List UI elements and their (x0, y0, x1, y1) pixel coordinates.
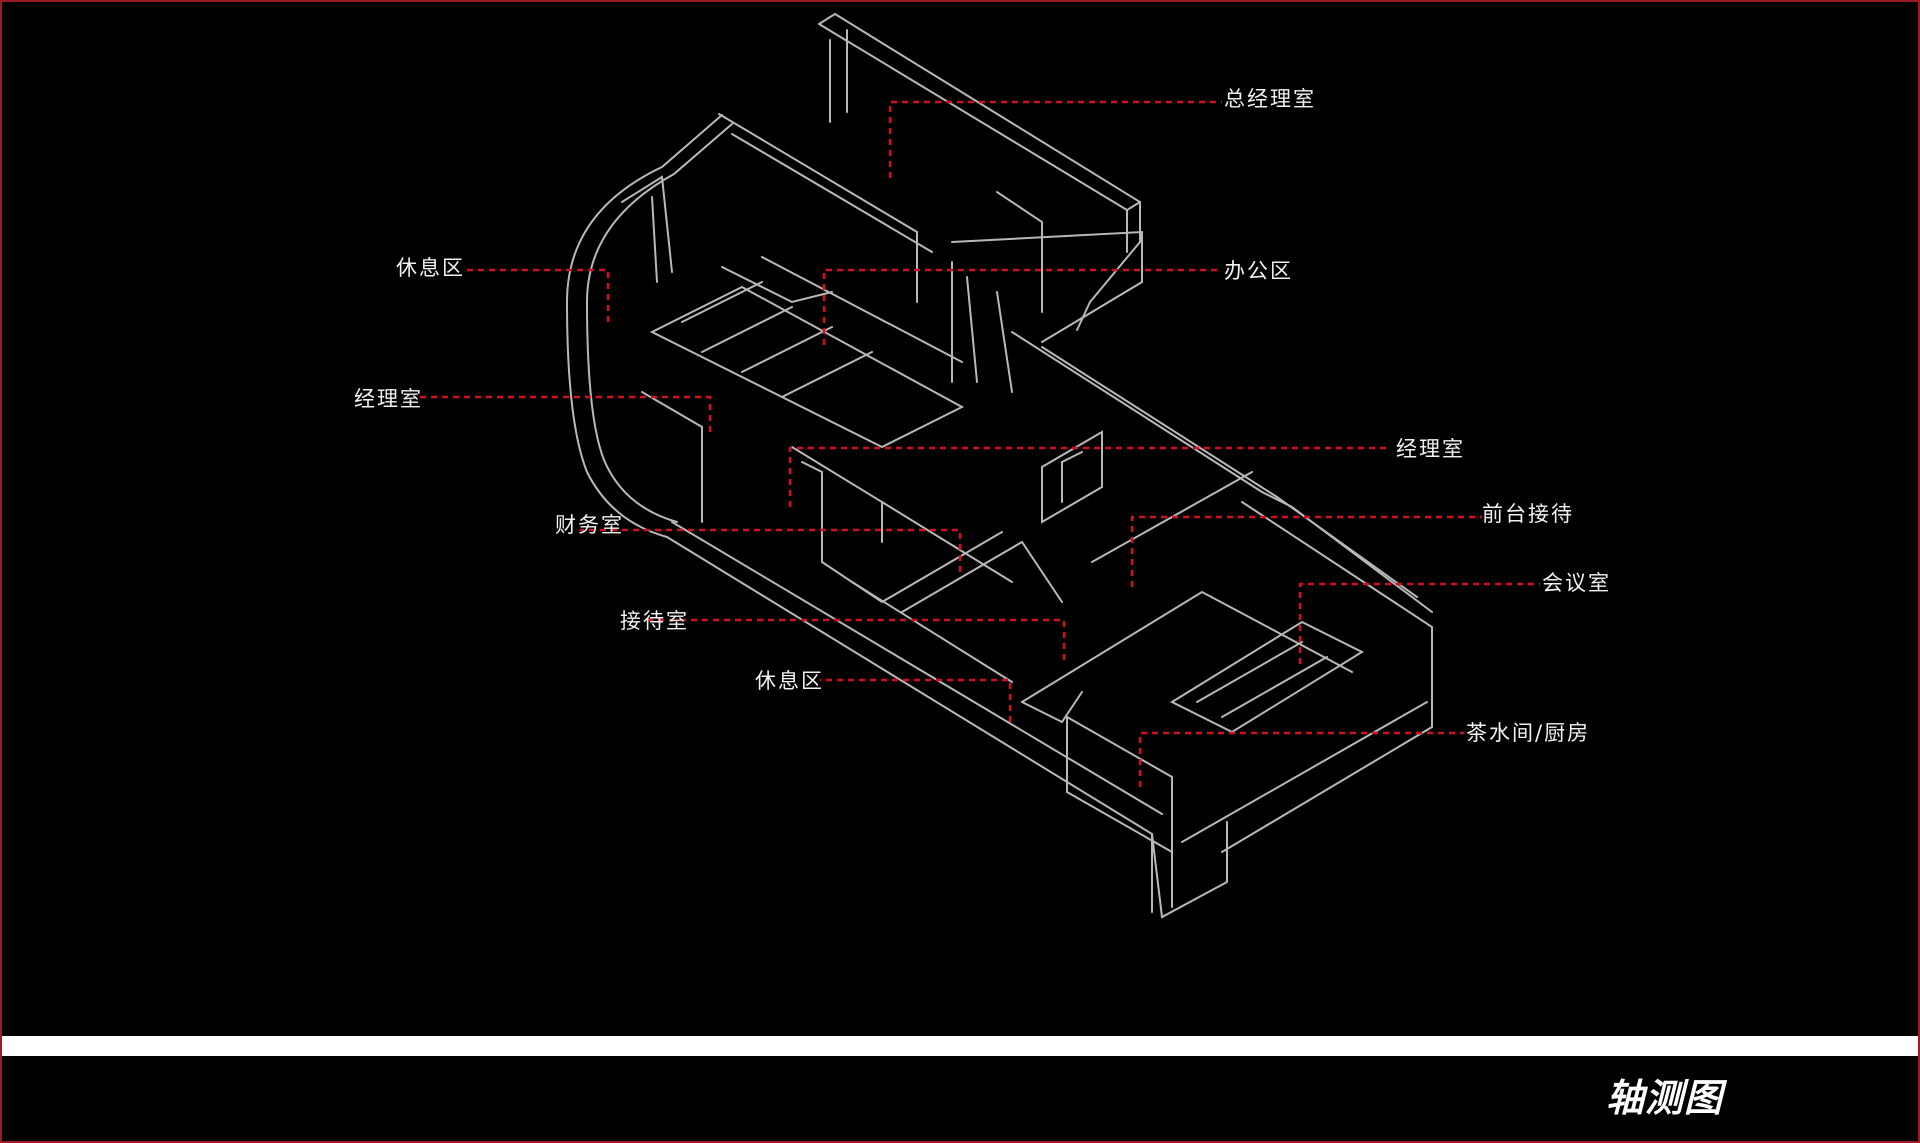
wall-segment (1061, 451, 1083, 503)
wall-segment (791, 446, 883, 543)
leader-lines (420, 100, 1540, 787)
outer-wall-top (834, 13, 1141, 331)
page-title: 轴测图 (1606, 1075, 1724, 1120)
leader-reception-desk (1130, 515, 1482, 587)
wall-segment (1041, 430, 1103, 524)
outer-wall-top-face (818, 13, 1141, 253)
wall-segment (881, 501, 1013, 583)
wall-segment (1181, 701, 1428, 843)
wall-segment (718, 113, 918, 303)
curved-wall-inner (585, 123, 733, 523)
outer-wall-bottom-inner (671, 521, 1163, 815)
wall-segment (801, 461, 823, 563)
label-manager-office-right: 经理室 (1396, 437, 1465, 461)
leader-lounge-bottom (820, 678, 1012, 722)
wall-segment (641, 391, 703, 523)
wall-segment (651, 196, 658, 283)
label-meeting-room: 会议室 (1542, 571, 1611, 595)
leader-reception-room (645, 618, 1066, 660)
leader-manager-office-right (788, 446, 1390, 507)
leader-pantry-kitchen (1138, 731, 1464, 787)
leader-meeting-room (1298, 582, 1540, 664)
wall-segment (1021, 590, 1353, 703)
leader-manager-office-left (420, 395, 712, 432)
label-finance-office: 财务室 (555, 513, 624, 537)
footer-band (2, 1036, 1918, 1056)
wall-segment (1276, 496, 1418, 598)
wall-segment (851, 581, 1013, 683)
label-reception-desk: 前台接待 (1482, 502, 1574, 526)
leader-finance-office (580, 528, 962, 572)
outer-wall-top-inner (818, 23, 1128, 211)
label-office-area: 办公区 (1224, 259, 1293, 283)
label-general-manager-office: 总经理室 (1224, 87, 1316, 111)
wall-segment (951, 230, 1143, 343)
label-lounge-bottom: 休息区 (755, 669, 824, 693)
desk-cluster (681, 281, 873, 398)
wall-segment (1261, 491, 1433, 613)
desk-cluster (649, 285, 965, 449)
outer-wall-bottom-face (1151, 826, 1173, 913)
wall-segment (1041, 346, 1278, 498)
wall-segment (1021, 691, 1083, 724)
label-manager-office-left: 经理室 (354, 387, 423, 411)
wall-segment (951, 261, 1013, 393)
wall-segment (1011, 331, 1263, 493)
label-pantry-kitchen: 茶水间/厨房 (1466, 721, 1591, 745)
label-reception-room: 接待室 (620, 609, 689, 633)
wall-segment (621, 175, 673, 273)
curved-wall-outer (565, 114, 723, 538)
meeting-table (1196, 641, 1328, 718)
wall-segment (996, 191, 1043, 313)
meeting-table (1169, 620, 1365, 734)
leader-general-manager-office (888, 100, 1222, 178)
desk-cluster (721, 256, 963, 363)
wall-segment (1221, 501, 1433, 853)
wall-segment (821, 531, 1003, 604)
label-lounge-top: 休息区 (396, 256, 465, 280)
outer-wall-bottom (666, 536, 1228, 919)
pantry-counter (1066, 715, 1173, 854)
leader-office-area (822, 268, 1222, 345)
wall-segment (731, 133, 933, 253)
building-sketch (565, 13, 1433, 919)
wall-segment (901, 540, 1063, 613)
